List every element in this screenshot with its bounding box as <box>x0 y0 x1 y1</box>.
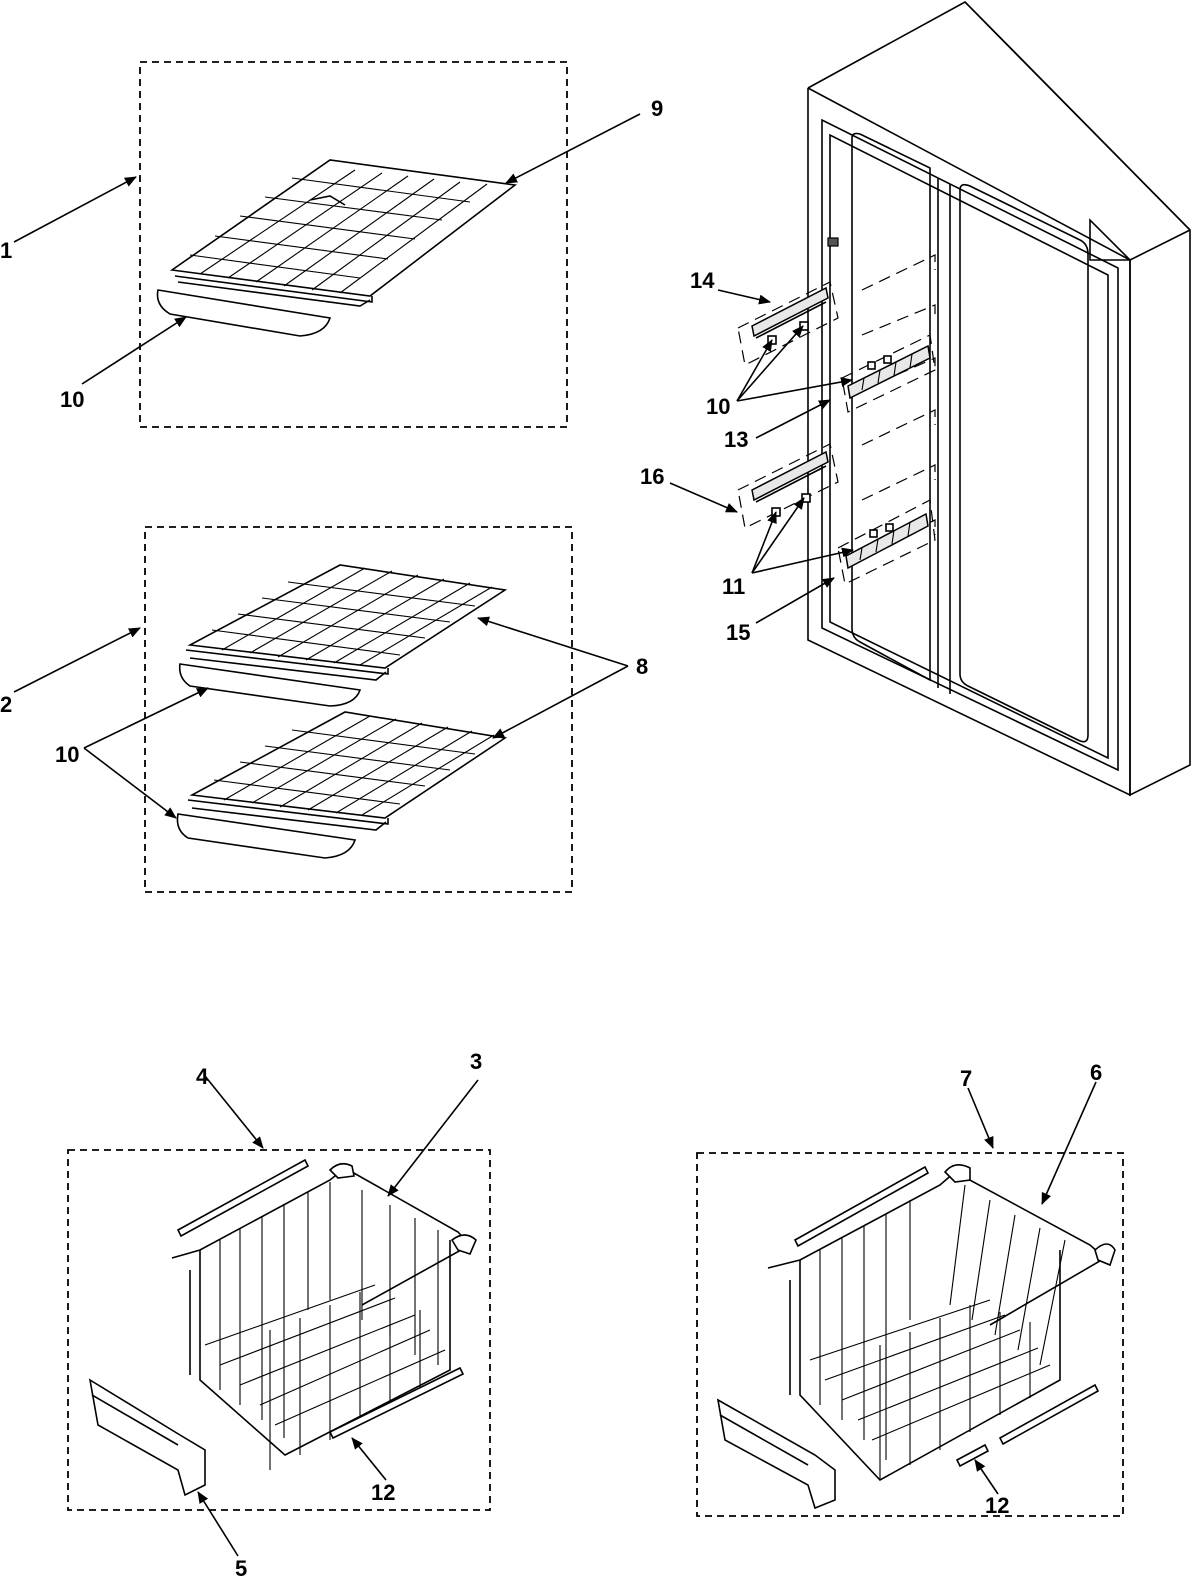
control-panel <box>827 237 839 247</box>
shelf-assembly-2 <box>144 526 573 893</box>
basket-front <box>716 1398 836 1510</box>
wire-basket-3 <box>171 1162 477 1470</box>
callout-2: 2 <box>0 692 12 717</box>
callout-10-slides: 10 <box>706 394 730 419</box>
callout-12-left: 12 <box>371 1480 395 1505</box>
assembly-4-boundary <box>67 1149 491 1511</box>
slide-mounting-positions <box>861 254 936 556</box>
callout-15: 15 <box>726 620 750 645</box>
slide-rail-lower-left-16 <box>737 443 839 529</box>
wire-basket-6 <box>767 1164 1116 1482</box>
callout-10-group1: 10 <box>60 387 84 412</box>
wire-shelf-9 <box>169 159 518 307</box>
wire-shelf-8-upper <box>185 564 508 681</box>
callout-4: 4 <box>196 1064 209 1089</box>
basket-assembly-7 <box>696 1152 1124 1517</box>
leader-lines <box>13 113 1097 1557</box>
basket-rail-12 <box>328 1366 465 1440</box>
callout-13: 13 <box>724 427 748 452</box>
refrigerator-cabinet <box>807 1 1191 797</box>
basket-front-5 <box>88 1378 206 1497</box>
callout-1: 1 <box>0 238 12 263</box>
slide-rail-lower-right-15 <box>837 499 936 585</box>
callout-16: 16 <box>640 464 664 489</box>
shelf-trim-10 <box>156 289 332 337</box>
callout-8: 8 <box>636 654 648 679</box>
shelf-assembly-1 <box>139 61 568 428</box>
shelf-trim-10-lower <box>176 813 357 859</box>
slide-rail-upper-left-14 <box>737 281 839 366</box>
slide-rail-upper-right-13 <box>841 334 936 413</box>
shelf-trim-10-upper <box>178 663 362 707</box>
basket-assembly-4 <box>67 1149 491 1511</box>
callout-6: 6 <box>1090 1060 1102 1085</box>
callout-labels: 1 9 10 2 8 10 14 10 13 16 11 15 4 3 12 5… <box>0 96 1102 1581</box>
callout-5: 5 <box>235 1556 247 1581</box>
basket-rail-12-right <box>998 1383 1100 1446</box>
wire-shelf-8-lower <box>187 711 508 831</box>
callout-7: 7 <box>960 1066 972 1091</box>
callout-10-group2: 10 <box>55 742 79 767</box>
callout-3: 3 <box>470 1049 482 1074</box>
callout-12-right: 12 <box>985 1493 1009 1518</box>
basket-rail-12-left <box>955 1443 990 1468</box>
callout-9: 9 <box>651 96 663 121</box>
assembly-7-boundary <box>696 1152 1124 1517</box>
callout-14: 14 <box>690 268 715 293</box>
callout-11: 11 <box>722 574 745 599</box>
